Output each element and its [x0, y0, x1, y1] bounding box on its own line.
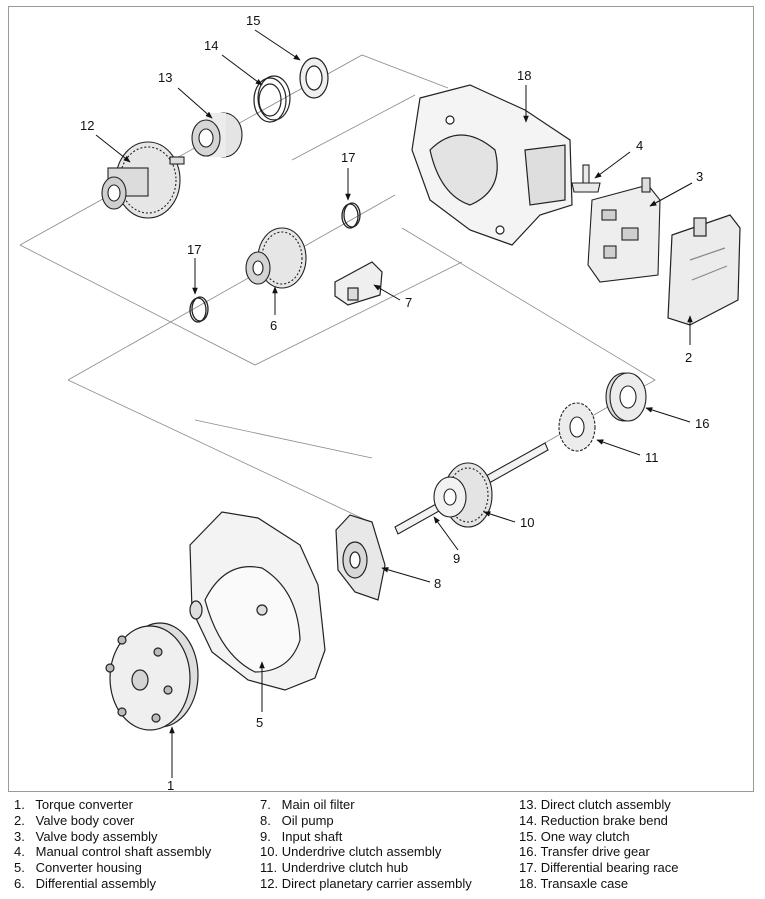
legend-item: 11. Underdrive clutch hub — [260, 860, 409, 876]
legend-item: 12. Direct planetary carrier assembly — [260, 875, 472, 891]
part-underdrive-clutch-hub — [558, 402, 596, 452]
legend-item: 3. Valve body assembly — [14, 828, 158, 844]
part-oil-pump — [335, 514, 386, 601]
legend-item: 1. Torque converter — [14, 797, 133, 812]
callout-15: 15 — [246, 13, 260, 28]
callout-3: 3 — [696, 169, 703, 184]
callout-16: 16 — [695, 416, 709, 431]
callout-1: 1 — [167, 778, 174, 790]
callout-9: 9 — [453, 551, 460, 566]
part-transfer-drive-gear — [605, 372, 647, 422]
leader-lines — [95, 29, 693, 778]
callout-14: 14 — [204, 38, 218, 53]
part-torque-converter — [105, 622, 199, 731]
legend-item: 10. Underdrive clutch assembly — [260, 844, 442, 860]
callout-4: 4 — [636, 138, 643, 153]
part-underdrive-clutch-assembly — [433, 462, 493, 528]
callout-2: 2 — [685, 350, 692, 365]
legend-item: 14. Reduction brake bend — [519, 812, 668, 828]
callout-6: 6 — [270, 318, 277, 333]
legend-item: 18. Transaxle case — [519, 875, 629, 891]
diagram-frame — [8, 6, 754, 792]
callout-7: 7 — [405, 295, 412, 310]
legend-item: 13. Direct clutch assembly — [519, 797, 671, 812]
part-differential-bearing-race-lower — [189, 296, 209, 323]
callout-8: 8 — [434, 576, 441, 591]
legend-item: 7. Main oil filter — [260, 797, 355, 812]
part-direct-planetary-carrier — [101, 141, 185, 219]
part-reduction-brake-band — [253, 75, 291, 123]
part-valve-body-assembly — [587, 177, 661, 283]
legend-column-3: 13. Direct clutch assembly 14. Reduction… — [519, 797, 765, 892]
callout-13: 13 — [158, 70, 172, 85]
exploded-transmission-diagram: 15 14 13 12 18 4 3 17 17 6 7 2 16 11 10 … — [19, 13, 741, 790]
part-differential-bearing-race-upper — [341, 202, 361, 229]
part-transaxle-case — [411, 84, 573, 246]
callout-11: 11 — [645, 450, 659, 465]
callout-17-upper: 17 — [341, 150, 355, 165]
callout-12: 12 — [80, 118, 94, 133]
part-one-way-clutch — [299, 57, 329, 99]
callout-17-lower: 17 — [187, 242, 201, 257]
legend-item: 16. Transfer drive gear — [519, 844, 650, 860]
part-manual-control-shaft — [571, 164, 601, 193]
legend-item: 2. Valve body cover — [14, 812, 135, 828]
legend-item: 17. Differential bearing race — [519, 860, 679, 876]
part-direct-clutch-assembly — [191, 112, 243, 158]
part-valve-body-cover — [667, 214, 741, 326]
legend-column-1: 1. Torque converter 2. Valve body cover … — [14, 797, 264, 892]
callout-10: 10 — [520, 515, 534, 530]
legend-item: 15. One way clutch — [519, 828, 630, 844]
legend-item: 6. Differential assembly — [14, 875, 157, 891]
part-main-oil-filter — [334, 261, 383, 306]
legend-column-2: 7. Main oil filter 8. Oil pump 9. Input … — [260, 797, 510, 892]
legend-item: 4. Manual control shaft assembly — [14, 844, 212, 860]
part-differential-assembly — [245, 227, 307, 289]
legend-item: 8. Oil pump — [260, 812, 334, 828]
callout-numbers: 15 14 13 12 18 4 3 17 17 6 7 2 16 11 10 … — [80, 13, 709, 790]
callout-5: 5 — [256, 715, 263, 730]
part-converter-housing — [189, 511, 326, 691]
parts-legend: 1. Torque converter 2. Valve body cover … — [14, 797, 754, 893]
callout-18: 18 — [517, 68, 531, 83]
legend-item: 9. Input shaft — [260, 828, 343, 844]
legend-item: 5. Converter housing — [14, 860, 142, 876]
